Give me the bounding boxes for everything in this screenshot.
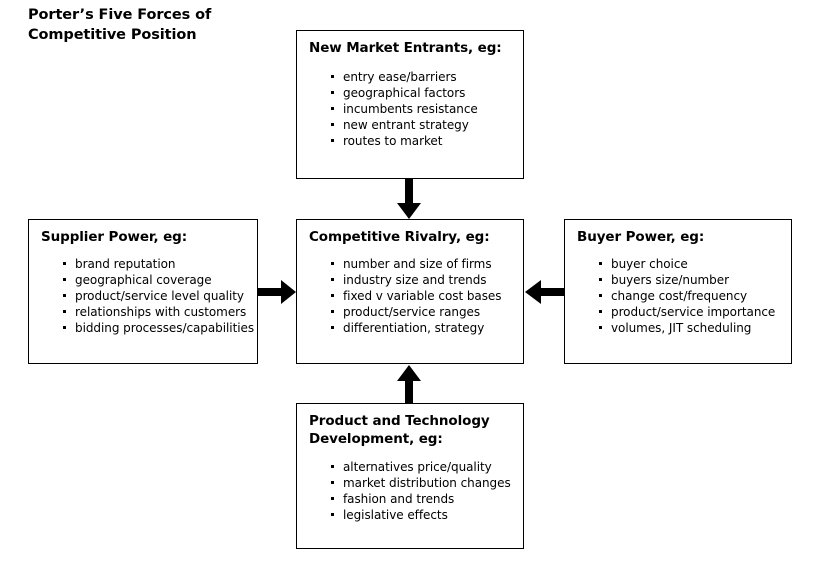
box-buyer-power: Buyer Power, eg: buyer choice buyers siz… <box>564 219 792 364</box>
list-item-label: market distribution changes <box>343 476 511 490</box>
list-item-label: product/service level quality <box>75 289 244 303</box>
bullet-icon <box>331 465 334 468</box>
list-item: relationships with customers <box>63 304 251 320</box>
arrow-right-supplier-power-to-rivalry <box>258 280 296 304</box>
box-product-and-technology-development: Product and Technology Development, eg: … <box>296 403 524 549</box>
list-item: legislative effects <box>331 507 517 523</box>
list-item-label: brand reputation <box>75 257 176 271</box>
list-item-label: industry size and trends <box>343 273 487 287</box>
list-item: market distribution changes <box>331 475 517 491</box>
list-item-label: new entrant strategy <box>343 118 469 132</box>
list-item: product/service importance <box>599 304 785 320</box>
bullet-icon <box>63 294 66 297</box>
bullet-icon <box>331 75 334 78</box>
page-title: Porter’s Five Forces of Competitive Posi… <box>28 7 212 43</box>
bullet-icon <box>331 262 334 265</box>
arrow-up-product-technology-to-rivalry <box>397 365 421 404</box>
bullet-icon <box>599 294 602 297</box>
list-item: product/service level quality <box>63 288 251 304</box>
list-item: incumbents resistance <box>331 101 517 117</box>
bullet-list-new-market-entrants: entry ease/barriers geographical factors… <box>331 69 517 149</box>
list-item: industry size and trends <box>331 272 517 288</box>
list-item-label: volumes, JIT scheduling <box>611 321 752 335</box>
bullet-icon <box>331 513 334 516</box>
bullet-icon <box>331 139 334 142</box>
list-item-label: buyer choice <box>611 257 688 271</box>
list-item-label: buyers size/number <box>611 273 729 287</box>
list-item-label: fashion and trends <box>343 492 455 506</box>
bullet-icon <box>331 278 334 281</box>
bullet-icon <box>63 262 66 265</box>
bullet-list-supplier-power: brand reputation geographical coverage p… <box>63 256 255 336</box>
list-item-label: alternatives price/quality <box>343 460 492 474</box>
list-item-label: relationships with customers <box>75 305 247 319</box>
list-item: change cost/frequency <box>599 288 785 304</box>
bullet-icon <box>331 326 334 329</box>
list-item: volumes, JIT scheduling <box>599 320 785 336</box>
bullet-icon <box>63 278 66 281</box>
list-item: differentiation, strategy <box>331 320 517 336</box>
list-item-label: legislative effects <box>343 508 448 522</box>
list-item: buyers size/number <box>599 272 785 288</box>
list-item-label: number and size of firms <box>343 257 492 271</box>
box-supplier-power: Supplier Power, eg: brand reputation geo… <box>28 219 258 364</box>
list-item: geographical coverage <box>63 272 251 288</box>
box-heading-competitive-rivalry: Competitive Rivalry, eg: <box>309 229 490 245</box>
list-item: brand reputation <box>63 256 251 272</box>
list-item-label: product/service importance <box>611 305 776 319</box>
list-item: bidding processes/capabilities <box>63 320 255 336</box>
list-item-label: geographical coverage <box>75 273 212 287</box>
list-item: fixed v variable cost bases <box>331 288 517 304</box>
list-item: number and size of firms <box>331 256 517 272</box>
bullet-icon <box>331 123 334 126</box>
list-item: geographical factors <box>331 85 517 101</box>
box-heading-buyer-power: Buyer Power, eg: <box>577 229 705 245</box>
box-heading-product-and-technology-development: Product and Technology Development, eg: <box>309 413 490 448</box>
list-item-label: product/service ranges <box>343 305 481 319</box>
bullet-icon <box>599 326 602 329</box>
list-item-label: change cost/frequency <box>611 289 748 303</box>
list-item-label: fixed v variable cost bases <box>343 289 502 303</box>
list-item: routes to market <box>331 133 517 149</box>
list-item: buyer choice <box>599 256 785 272</box>
list-item-label: entry ease/barriers <box>343 70 457 84</box>
list-item: entry ease/barriers <box>331 69 517 85</box>
bullet-icon <box>599 278 602 281</box>
bullet-icon <box>599 262 602 265</box>
box-heading-new-market-entrants: New Market Entrants, eg: <box>309 40 502 56</box>
bullet-list-competitive-rivalry: number and size of firms industry size a… <box>331 256 517 336</box>
bullet-icon <box>331 107 334 110</box>
box-heading-supplier-power: Supplier Power, eg: <box>41 229 188 245</box>
arrow-left-buyer-power-to-rivalry <box>525 280 565 304</box>
list-item-label: geographical factors <box>343 86 466 100</box>
list-item: product/service ranges <box>331 304 517 320</box>
list-item: new entrant strategy <box>331 117 517 133</box>
list-item-label: routes to market <box>343 134 443 148</box>
bullet-icon <box>331 91 334 94</box>
list-item-label: differentiation, strategy <box>343 321 485 335</box>
bullet-icon <box>331 497 334 500</box>
box-new-market-entrants: New Market Entrants, eg: entry ease/barr… <box>296 30 524 179</box>
bullet-icon <box>331 294 334 297</box>
box-competitive-rivalry: Competitive Rivalry, eg: number and size… <box>296 219 524 364</box>
bullet-icon <box>331 481 334 484</box>
bullet-icon <box>331 310 334 313</box>
bullet-list-product-and-technology-development: alternatives price/quality market distri… <box>331 459 517 523</box>
bullet-icon <box>63 310 66 313</box>
bullet-icon <box>599 310 602 313</box>
list-item-label: incumbents resistance <box>343 102 478 116</box>
arrow-down-new-entrants-to-rivalry <box>397 179 421 219</box>
list-item: alternatives price/quality <box>331 459 517 475</box>
bullet-list-buyer-power: buyer choice buyers size/number change c… <box>599 256 785 336</box>
list-item: fashion and trends <box>331 491 517 507</box>
bullet-icon <box>63 326 66 329</box>
list-item-label: bidding processes/capabilities <box>75 321 255 335</box>
